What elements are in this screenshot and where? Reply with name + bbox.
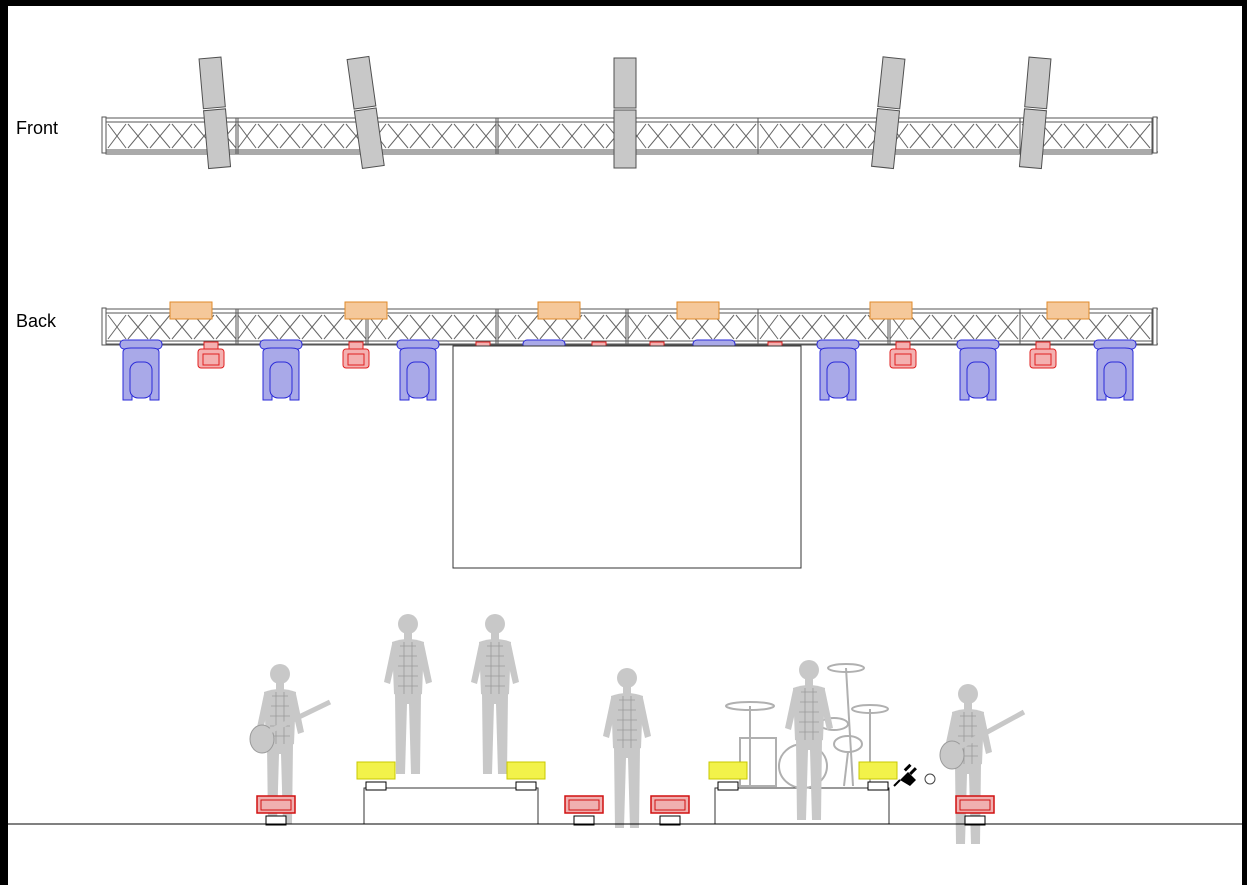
floor-wedge [708, 761, 748, 780]
riser-left [363, 787, 539, 825]
line-array-speaker [613, 57, 637, 169]
blinder-light [676, 301, 720, 320]
back-truss-label: Back [16, 311, 57, 331]
back-truss [101, 307, 1158, 346]
guitar-left [249, 699, 332, 754]
blinder-light [169, 301, 213, 320]
performer-silhouette [383, 613, 433, 775]
moving-head-light [119, 339, 163, 401]
moving-head-light [1093, 339, 1137, 401]
moving-head-light [816, 339, 860, 401]
front-truss-segment [625, 117, 759, 155]
par-can-light [197, 341, 225, 369]
stage-monitor [564, 795, 604, 826]
moving-head-light [956, 339, 1000, 401]
performer-silhouette [602, 667, 652, 829]
moving-head-light [396, 339, 440, 401]
stage-plot-canvas: Front Back [8, 6, 1242, 885]
stage-monitor [650, 795, 690, 826]
moving-head-light [259, 339, 303, 401]
wedge-stand [365, 781, 387, 791]
stage-equipment-group [256, 761, 995, 826]
front-truss-segment [365, 117, 499, 155]
front-truss-segment [887, 117, 1021, 155]
blinder-light [869, 301, 913, 320]
stage-plot-drawing [8, 55, 1242, 845]
front-truss-label: Front [16, 118, 59, 138]
blinder-light [344, 301, 388, 320]
guitar-right [939, 709, 1026, 770]
wedge-stand [717, 781, 739, 791]
par-can-light [342, 341, 370, 369]
floor-wedge [356, 761, 396, 780]
front-truss-segment [757, 117, 891, 155]
blinder-light [537, 301, 581, 320]
wedge-stand [867, 781, 889, 791]
performer-silhouette [470, 613, 520, 775]
front-truss-segment [235, 117, 369, 155]
floor-wedge [858, 761, 898, 780]
floor-wedge [506, 761, 546, 780]
par-can-light [1029, 341, 1057, 369]
front-truss-segment [495, 117, 629, 155]
blinder-light [1046, 301, 1090, 320]
par-can-light [889, 341, 917, 369]
wedge-stand [515, 781, 537, 791]
video-screen [452, 345, 802, 569]
power-plug-icon [893, 763, 936, 787]
